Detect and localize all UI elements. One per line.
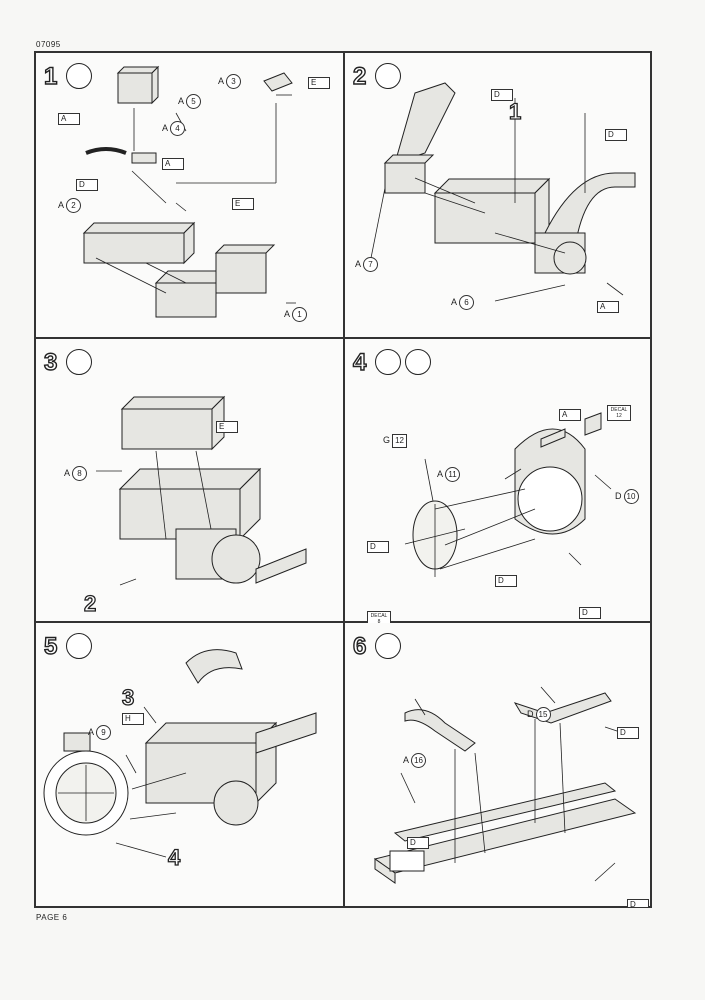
sprue-tag: E bbox=[308, 77, 330, 89]
divider bbox=[36, 337, 650, 339]
sprue-tag: D bbox=[579, 607, 601, 619]
page-number: PAGE 6 bbox=[36, 913, 68, 922]
sprue-tag: D bbox=[76, 179, 98, 191]
glue-tube-icon bbox=[375, 63, 401, 89]
sprue-tag: D bbox=[491, 89, 513, 101]
sprue-tag: A bbox=[559, 409, 581, 421]
glue-tube-icon bbox=[375, 633, 401, 659]
step-6-panel: 6 D15 A16 D14 D D D bbox=[345, 623, 651, 907]
sprue-tag: D bbox=[407, 837, 429, 849]
divider bbox=[343, 53, 345, 906]
sprue-tag: D bbox=[617, 727, 639, 739]
step-number: 5 bbox=[43, 632, 58, 660]
step-3-drawing bbox=[96, 395, 307, 586]
sprue-tag: E bbox=[232, 198, 254, 210]
step-number: 4 bbox=[352, 348, 367, 376]
sprue-tag: A bbox=[58, 113, 80, 125]
divider bbox=[36, 621, 650, 623]
sprue-tag: D bbox=[627, 899, 649, 907]
paint-brush-icon bbox=[405, 349, 431, 375]
sprue-tag: E bbox=[216, 421, 238, 433]
step-4-drawing bbox=[404, 412, 612, 577]
sprue-tag: D bbox=[605, 129, 627, 141]
step-number: 6 bbox=[352, 632, 367, 660]
subassembly-callout: 4 bbox=[167, 844, 181, 870]
glue-tube-icon bbox=[66, 633, 92, 659]
step-number: 2 bbox=[352, 62, 367, 90]
glue-tube-icon bbox=[66, 349, 92, 375]
step-2-drawing bbox=[369, 82, 636, 302]
step-1-drawing bbox=[82, 65, 296, 318]
glue-tube-icon bbox=[375, 349, 401, 375]
glue-tube-icon bbox=[66, 63, 92, 89]
subassembly-callout: 3 bbox=[121, 684, 135, 710]
sprue-tag: A bbox=[597, 301, 619, 313]
kit-code: 07095 bbox=[36, 40, 61, 49]
step-number: 3 bbox=[43, 348, 58, 376]
step-5-drawing bbox=[43, 649, 317, 858]
sprue-tag: A bbox=[162, 158, 184, 170]
step-6-drawing bbox=[373, 686, 637, 884]
subassembly-callout: 1 bbox=[508, 98, 522, 124]
sprue-tag: D bbox=[367, 541, 389, 553]
sprue-tag: H bbox=[122, 713, 144, 725]
subassembly-callout: 2 bbox=[83, 590, 97, 616]
step-number: 1 bbox=[43, 62, 58, 90]
sprue-tag: D bbox=[495, 575, 517, 587]
